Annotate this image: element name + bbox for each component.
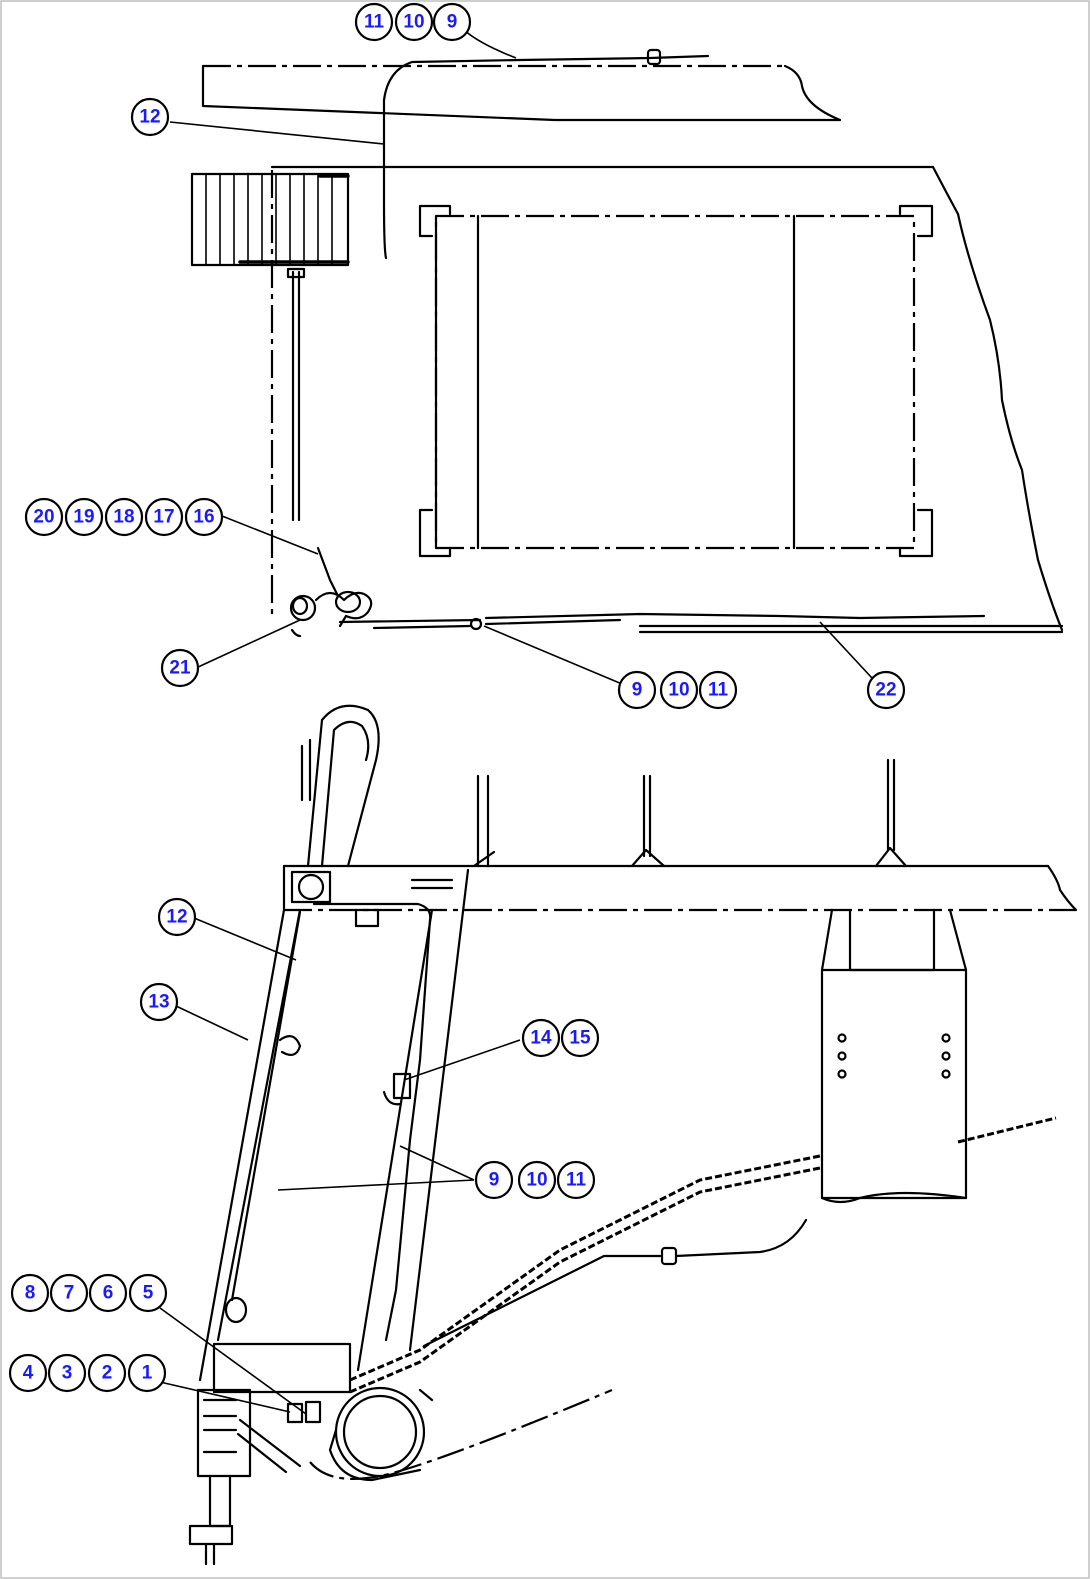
support-column: [820, 908, 968, 1204]
svg-text:17: 17: [153, 507, 174, 528]
svg-text:14: 14: [530, 1028, 552, 1049]
callout-1: 1: [127, 1353, 167, 1393]
svg-text:1: 1: [142, 1363, 153, 1384]
callout-6: 6: [88, 1273, 128, 1313]
svg-text:9: 9: [632, 680, 643, 701]
svg-text:20: 20: [33, 507, 54, 528]
svg-text:12: 12: [139, 107, 160, 128]
callout-17: 17: [144, 497, 184, 537]
svg-text:19: 19: [73, 507, 94, 528]
callout-11-mid: 11: [698, 670, 738, 710]
callout-9-lower: 9: [474, 1160, 514, 1200]
svg-text:2: 2: [102, 1363, 113, 1384]
svg-text:15: 15: [569, 1028, 591, 1049]
callout-13: 13: [139, 982, 179, 1022]
callout-9-mid: 9: [617, 670, 657, 710]
callout-19: 19: [64, 497, 104, 537]
leader-lines: [159, 29, 873, 1415]
svg-text:5: 5: [143, 1283, 154, 1304]
callout-2: 2: [87, 1353, 127, 1393]
svg-text:9: 9: [489, 1170, 500, 1191]
callout-10-top: 10: [394, 2, 434, 42]
grille-block: [190, 172, 350, 267]
svg-text:13: 13: [148, 992, 169, 1013]
callout-10-mid: 10: [659, 670, 699, 710]
callout-4: 4: [8, 1353, 48, 1393]
callout-11-lower: 11: [556, 1160, 596, 1200]
lower-assembly: [188, 704, 1078, 1566]
callout-22: 22: [866, 670, 906, 710]
svg-text:9: 9: [447, 12, 458, 33]
svg-text:21: 21: [169, 658, 191, 679]
callout-7: 7: [49, 1273, 89, 1313]
callout-20: 20: [24, 497, 64, 537]
svg-text:16: 16: [193, 507, 214, 528]
callout-12-upper: 12: [130, 97, 170, 137]
upper-assembly: [190, 48, 1064, 638]
svg-text:10: 10: [668, 680, 689, 701]
svg-text:10: 10: [526, 1170, 547, 1191]
panel: [418, 204, 934, 558]
svg-text:8: 8: [25, 1283, 36, 1304]
svg-text:4: 4: [23, 1363, 34, 1384]
svg-text:10: 10: [403, 12, 424, 33]
svg-text:3: 3: [62, 1363, 73, 1384]
callout-11-top: 11: [354, 2, 394, 42]
svg-text:11: 11: [364, 12, 385, 33]
svg-text:7: 7: [64, 1283, 75, 1304]
svg-text:12: 12: [166, 907, 187, 928]
drum: [328, 1386, 434, 1482]
callout-21: 21: [160, 648, 200, 688]
callout-8: 8: [10, 1273, 50, 1313]
lamp-assembly: [289, 546, 986, 638]
svg-text:18: 18: [113, 507, 134, 528]
callout-12-lower: 12: [157, 897, 197, 937]
callout-bubbles: 11 10 9 12 20 19 18 17 16 21 9 10 11 22 …: [8, 2, 906, 1393]
callout-5: 5: [128, 1273, 168, 1313]
callout-10-lower: 10: [517, 1160, 557, 1200]
svg-text:6: 6: [103, 1283, 114, 1304]
callout-16: 16: [184, 497, 224, 537]
callout-18: 18: [104, 497, 144, 537]
callout-3: 3: [47, 1353, 87, 1393]
callout-9-top: 9: [432, 2, 472, 42]
callout-15: 15: [560, 1018, 600, 1058]
svg-text:22: 22: [875, 680, 896, 701]
svg-text:11: 11: [566, 1170, 587, 1191]
svg-text:11: 11: [708, 680, 729, 701]
callout-14: 14: [521, 1018, 561, 1058]
